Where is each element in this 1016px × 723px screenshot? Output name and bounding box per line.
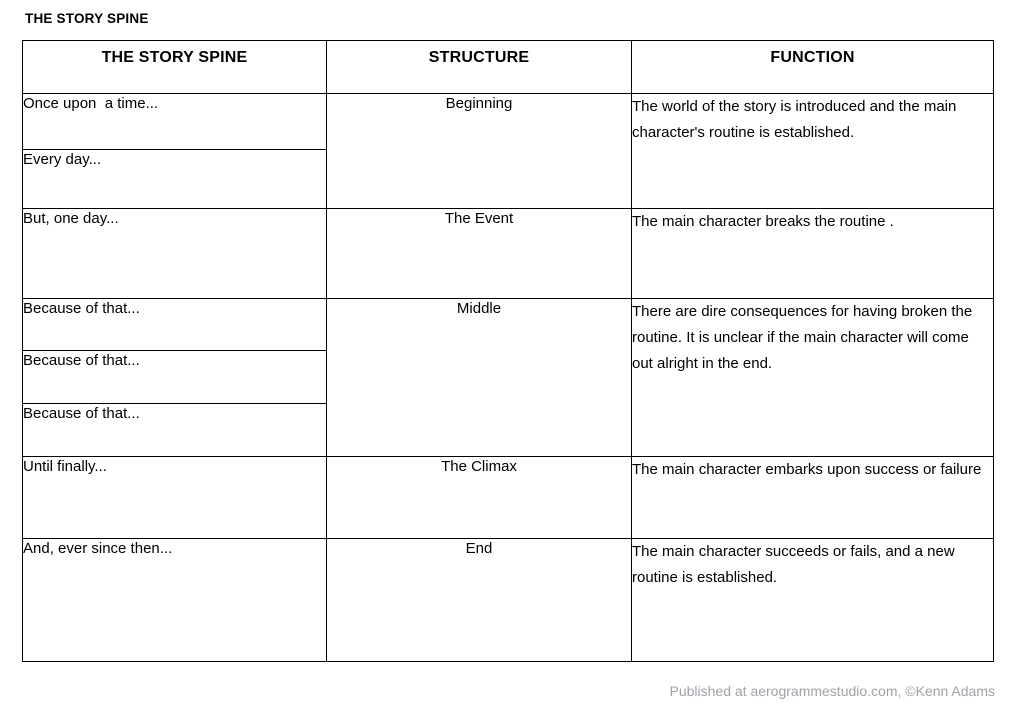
table-row: Once upon a time... Beginning The world … (22, 93, 994, 209)
structure-the-event: The Event (326, 208, 632, 299)
function-the-climax: The main character embarks upon success … (631, 456, 994, 539)
function-beginning: The world of the story is introduced and… (631, 93, 994, 209)
spine-step: But, one day... (22, 208, 327, 299)
column-header-structure-label: STRUCTURE (428, 49, 530, 66)
table-header-row: THE STORY SPINE STRUCTURE FUNCTION (22, 40, 994, 94)
table-row: But, one day... The Event The main chara… (22, 208, 994, 299)
structure-middle: Middle (326, 298, 632, 457)
spine-step: And, ever since then... (22, 538, 327, 662)
spine-step: Every day... (22, 149, 327, 209)
structure-end: End (326, 538, 632, 662)
spine-step: Until finally... (22, 456, 327, 539)
story-spine-table: THE STORY SPINE STRUCTURE FUNCTION Once … (22, 40, 994, 662)
spine-step: Because of that... (22, 403, 327, 457)
table-row: Because of that... (22, 403, 994, 457)
spine-step: Because of that... (22, 350, 327, 404)
publication-credit: Published at aerogrammestudio.com, ©Kenn… (669, 683, 996, 699)
structure-the-climax: The Climax (326, 456, 632, 539)
column-header-function-label: FUNCTION (770, 49, 855, 66)
table-row: Until finally... The Climax The main cha… (22, 456, 994, 539)
column-header-spine-label: THE STORY SPINE (101, 49, 248, 66)
function-the-event: The main character breaks the routine . (631, 208, 994, 299)
page-title: THE STORY SPINE (25, 11, 149, 26)
column-header-structure: STRUCTURE (326, 40, 632, 94)
table-row: And, ever since then... End The main cha… (22, 538, 994, 662)
spine-step: Because of that... (22, 298, 327, 351)
structure-beginning: Beginning (326, 93, 632, 209)
spine-step: Once upon a time... (22, 93, 327, 150)
column-header-function: FUNCTION (631, 40, 994, 94)
table-row: Every day... (22, 149, 994, 209)
function-middle: There are dire consequences for having b… (631, 298, 994, 457)
column-header-spine: THE STORY SPINE (22, 40, 327, 94)
table-row: Because of that... (22, 350, 994, 404)
table-row: Because of that... Middle There are dire… (22, 298, 994, 457)
function-end: The main character succeeds or fails, an… (631, 538, 994, 662)
